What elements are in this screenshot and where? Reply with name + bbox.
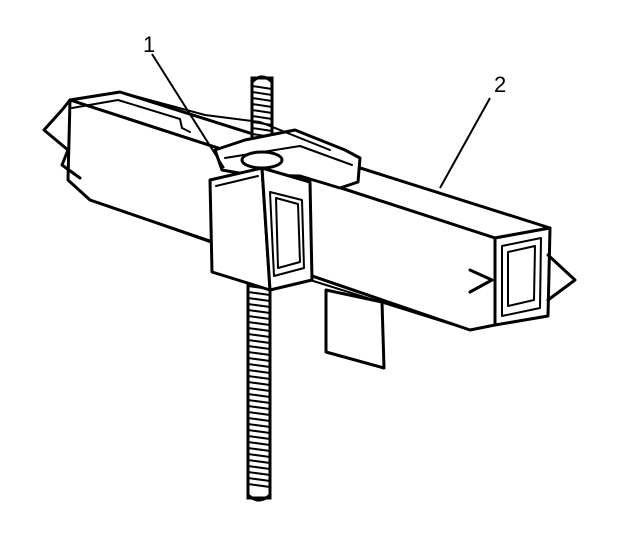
thread-line (247, 423, 271, 428)
thread-line (247, 363, 271, 368)
thread-line (251, 115, 273, 120)
thread-line (247, 465, 271, 470)
callout-2-label: 2 (494, 72, 506, 97)
thread-line (247, 309, 271, 314)
thread-line (251, 91, 273, 96)
thread-line (251, 109, 273, 114)
thread-line (247, 291, 271, 296)
thread-line (247, 405, 271, 410)
callout-1-leader (151, 53, 225, 169)
thread-line (247, 321, 271, 326)
thread-line (247, 345, 271, 350)
thread-line (247, 381, 271, 386)
thread-line (247, 357, 271, 362)
callout-2-leader (439, 97, 491, 189)
support-bracket (324, 288, 386, 370)
thread-line (247, 351, 271, 356)
callout-1: 1 (143, 32, 225, 169)
thread-line (247, 411, 271, 416)
thread-line (247, 387, 271, 392)
thread-line (247, 369, 271, 374)
callout-1-label: 1 (143, 32, 155, 57)
thread-line (247, 399, 271, 404)
thread-line (247, 471, 271, 476)
thread-line (247, 303, 271, 308)
thread-line (247, 417, 271, 422)
thread-line (247, 315, 271, 320)
thread-line (247, 441, 271, 446)
thread-line (247, 429, 271, 434)
clamp-block (208, 166, 314, 292)
thread-line (247, 393, 271, 398)
thread-line (247, 447, 271, 452)
thread-line (251, 127, 273, 132)
thread-line (247, 339, 271, 344)
thread-line (247, 375, 271, 380)
thread-line (251, 97, 273, 102)
thread-line (247, 477, 271, 482)
thread-line (247, 459, 271, 464)
thread-line (247, 453, 271, 458)
thread-line (247, 483, 271, 488)
callout-2: 2 (439, 72, 506, 189)
thread-line (247, 297, 271, 302)
thread-line (251, 103, 273, 108)
thread-line (247, 333, 271, 338)
thread-line (247, 327, 271, 332)
thread-line (247, 435, 271, 440)
thread-line (251, 85, 273, 90)
